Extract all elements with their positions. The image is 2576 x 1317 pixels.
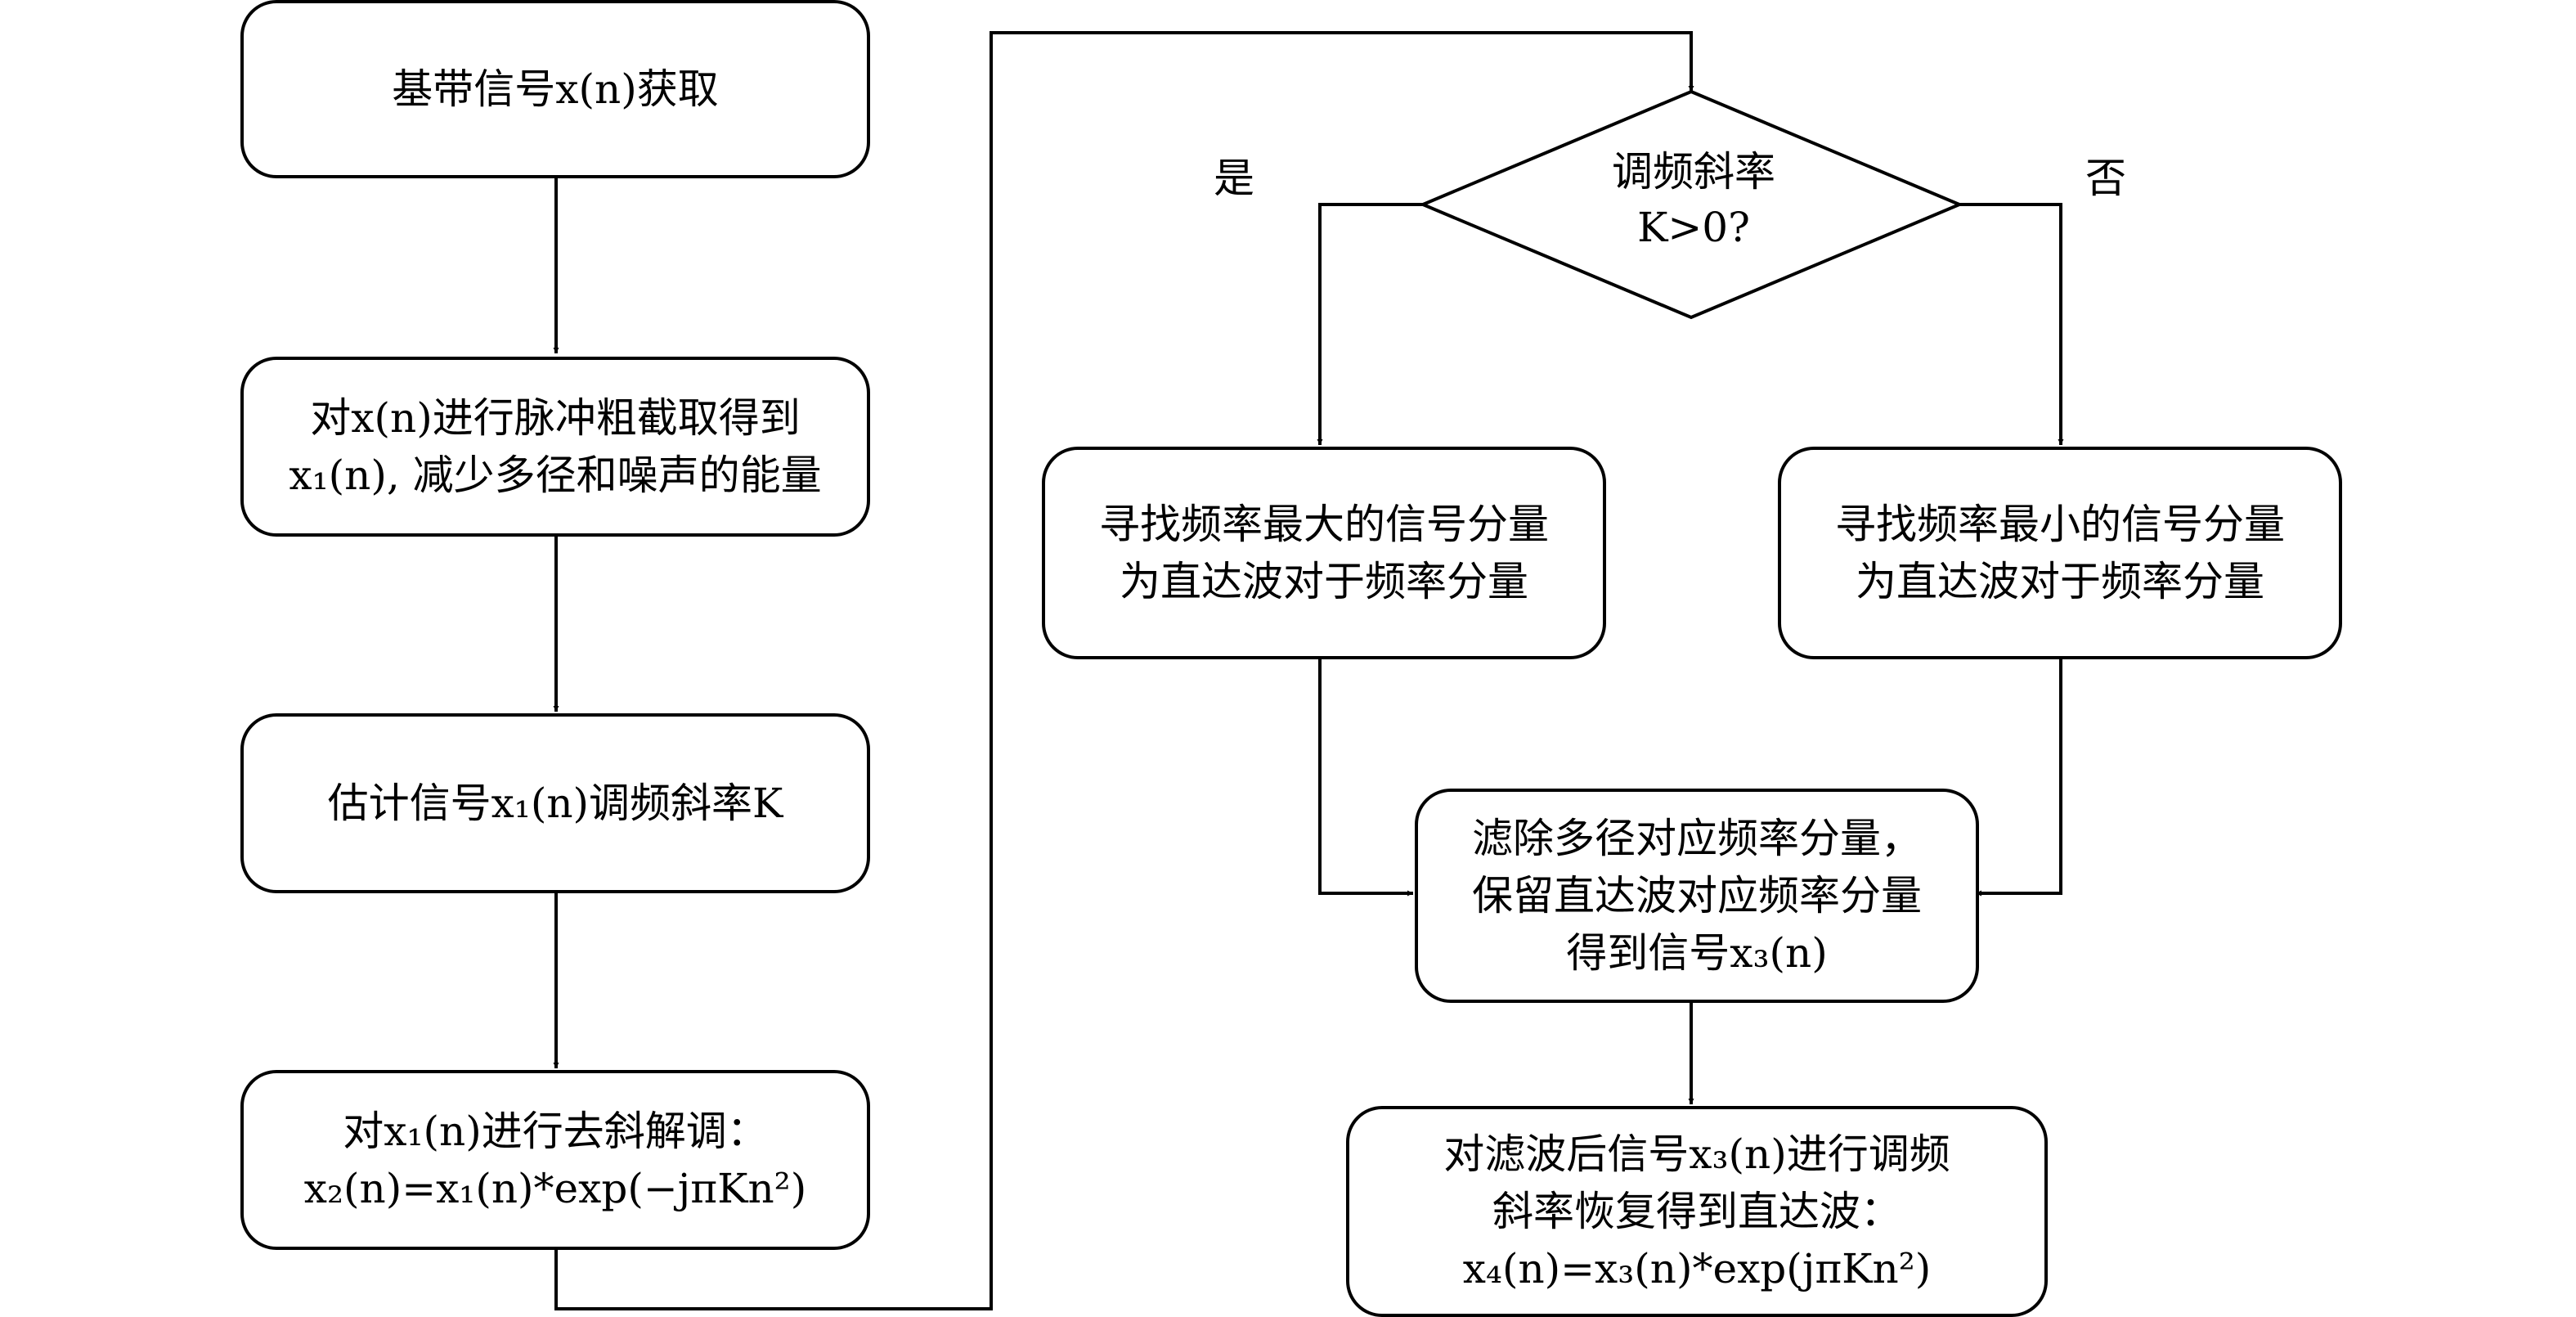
node-line: x₂(n)=x₁(n)*exp(−jπKn²) xyxy=(303,1165,807,1212)
node-line: 得到信号x₃(n) xyxy=(1566,929,1828,977)
yes-label: 是 xyxy=(1214,155,1254,202)
step-restore-chirp: 对滤波后信号x₃(n)进行调频 斜率恢复得到直达波： x₄(n)=x₃(n)*e… xyxy=(1346,1106,2048,1317)
decision-diamond xyxy=(1418,89,1964,320)
decision-line: 调频斜率 xyxy=(1612,148,1775,196)
arrow-n4-decision xyxy=(554,31,1694,1310)
arrow-decision-no xyxy=(1959,203,2064,445)
decision-line: K>0? xyxy=(1637,204,1750,251)
step-find-max-frequency: 寻找频率最大的信号分量 为直达波对于频率分量 xyxy=(1042,447,1606,659)
node-line: 寻找频率最大的信号分量 xyxy=(1099,501,1549,548)
no-label: 否 xyxy=(2085,155,2126,202)
node-line: 对滤波后信号x₃(n)进行调频 xyxy=(1443,1130,1950,1178)
decision-text: 调频斜率 K>0? xyxy=(1428,144,1959,255)
step-find-min-frequency: 寻找频率最小的信号分量 为直达波对于频率分量 xyxy=(1778,447,2342,659)
node-line: x₄(n)=x₃(n)*exp(jπKn²) xyxy=(1462,1245,1932,1292)
node-line: 基带信号x(n)获取 xyxy=(392,65,719,113)
node-line: 估计信号x₁(n)调频斜率K xyxy=(327,780,783,827)
arrow-decision-yes xyxy=(1317,203,1423,445)
step-estimate-chirp-rate: 估计信号x₁(n)调频斜率K xyxy=(240,713,870,893)
node-line: 保留直达波对应频率分量 xyxy=(1472,872,1922,919)
node-line: 为直达波对于频率分量 xyxy=(1856,558,2264,605)
node-line: x₁(n), 减少多径和噪声的能量 xyxy=(289,452,822,499)
arrow-right-filter xyxy=(1976,659,2062,897)
node-line: 滤除多径对应频率分量， xyxy=(1472,815,1922,862)
step-acquire-baseband: 基带信号x(n)获取 xyxy=(240,0,870,178)
step-dechirp: 对x₁(n)进行去斜解调： x₂(n)=x₁(n)*exp(−jπKn²) xyxy=(240,1070,870,1250)
arrow-left-filter xyxy=(1318,659,1413,897)
node-line: 斜率恢复得到直达波： xyxy=(1492,1188,1901,1235)
step-pulse-coarse-cut: 对x(n)进行脉冲粗截取得到 x₁(n), 减少多径和噪声的能量 xyxy=(240,357,870,537)
step-filter-multipath: 滤除多径对应频率分量， 保留直达波对应频率分量 得到信号x₃(n) xyxy=(1415,789,1979,1003)
node-line: 对x₁(n)进行去斜解调： xyxy=(343,1108,768,1155)
node-line: 为直达波对于频率分量 xyxy=(1120,558,1528,605)
node-line: 寻找频率最小的信号分量 xyxy=(1835,501,2285,548)
node-line: 对x(n)进行脉冲粗截取得到 xyxy=(310,394,801,442)
